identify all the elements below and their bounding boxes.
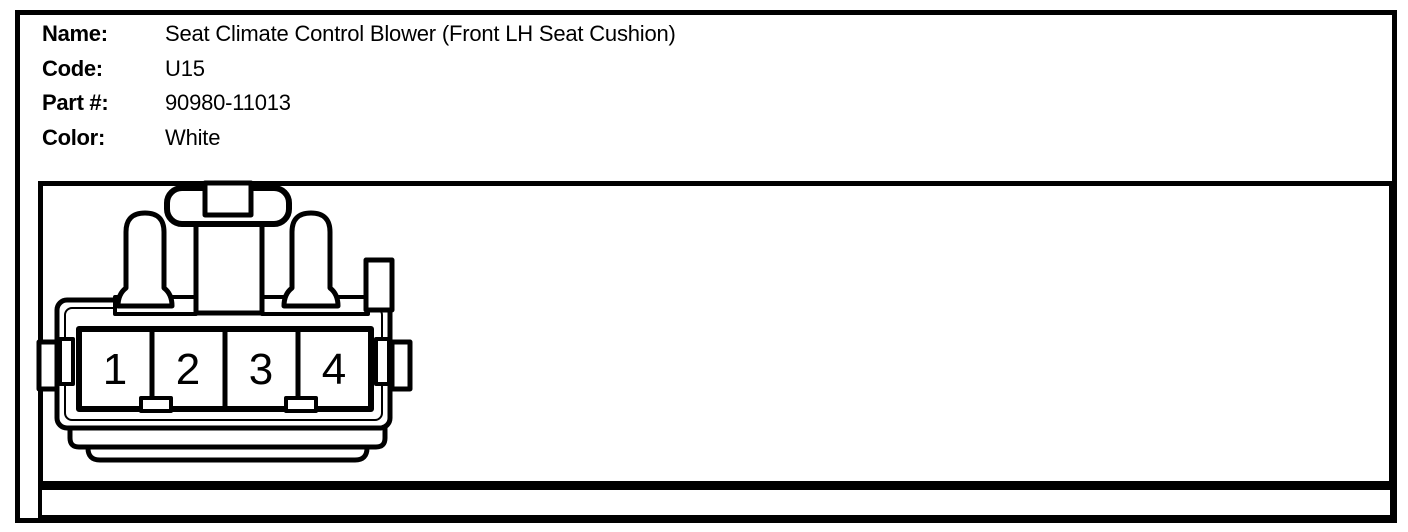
keying-tab-1	[139, 396, 173, 413]
field-value-color: White	[165, 124, 221, 150]
field-label-part-number: Part #:	[42, 90, 109, 116]
header-field-row-color: Color: White	[42, 121, 676, 156]
pin-number-3: 3	[249, 345, 273, 394]
mount-ear-left-outer	[36, 339, 60, 392]
field-value-part-number: 90980-11013	[165, 90, 291, 116]
pin-number-1: 1	[103, 345, 127, 394]
field-label-code: Code:	[42, 55, 103, 81]
header-field-row-code: Code: U15	[42, 52, 676, 87]
field-label-color: Color:	[42, 124, 105, 150]
empty-bottom-strip	[38, 486, 1394, 519]
guide-prong-right	[281, 210, 341, 309]
field-value-code: U15	[165, 55, 205, 81]
pin-number-4: 4	[322, 345, 346, 394]
guide-prong-left	[115, 210, 175, 309]
connector-header: Name: Seat Climate Control Blower (Front…	[42, 17, 676, 155]
field-label-name: Name:	[42, 21, 108, 47]
lock-strap	[202, 180, 254, 218]
field-value-name: Seat Climate Control Blower (Front LH Se…	[165, 21, 676, 47]
pin-number-2: 2	[176, 345, 200, 394]
connector-diagram-box	[38, 181, 1394, 486]
header-field-row-name: Name: Seat Climate Control Blower (Front…	[42, 17, 676, 52]
keying-tab-2	[284, 396, 318, 413]
lock-column	[193, 215, 265, 316]
page-border	[15, 10, 1397, 523]
mount-ear-left-inner	[58, 337, 75, 386]
header-field-row-part-number: Part #: 90980-11013	[42, 86, 676, 121]
mount-ear-right-inner	[374, 337, 391, 386]
side-tab-right	[363, 257, 395, 313]
connector-drawing: 1 2 3 4	[36, 180, 413, 463]
mount-ear-right-outer	[389, 339, 413, 392]
